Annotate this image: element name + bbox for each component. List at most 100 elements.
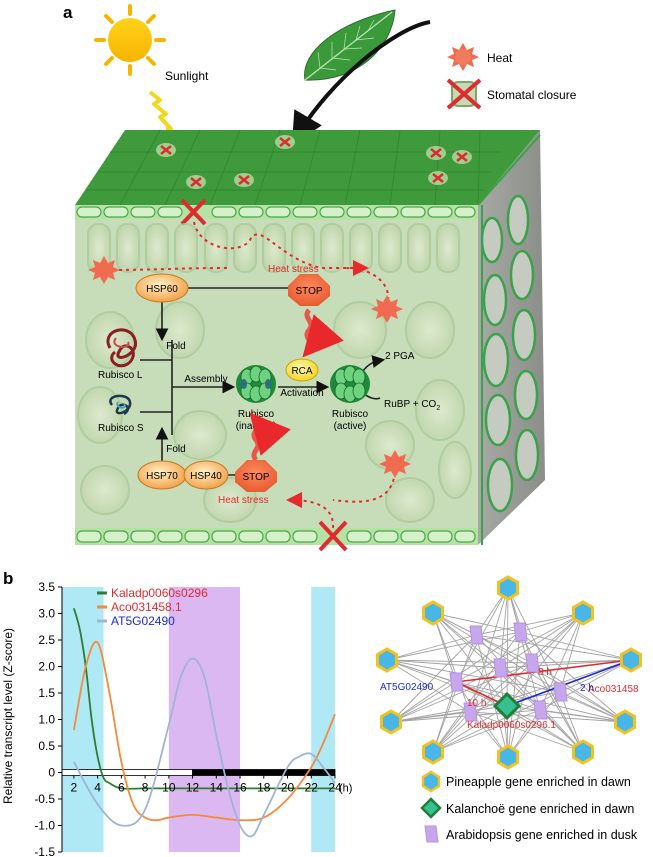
x-tick-label: 8 (142, 781, 149, 795)
network-edge (531, 662, 626, 723)
network-edge (475, 634, 626, 723)
x-axis-unit-label: (h) (339, 783, 352, 795)
pineapple-gene-node (422, 600, 444, 626)
y-tick-label: 2.0 (38, 660, 55, 674)
network-edge (386, 634, 477, 661)
network-edge (531, 659, 632, 664)
network-edge (506, 705, 626, 723)
network-edge (386, 659, 471, 713)
x-tick-label: 16 (233, 781, 247, 795)
node-label-at5g02490: AT5G02490 (380, 682, 434, 693)
heat-icon (379, 450, 411, 478)
edge-8h (455, 659, 632, 683)
heat-path-bottom-right (332, 471, 396, 503)
y-tick-label: 1.0 (38, 713, 55, 727)
hsp60-label: HSP60 (146, 284, 178, 295)
y-tick-label: 0.5 (38, 739, 55, 753)
hsp40-label: HSP40 (190, 471, 222, 482)
network-edge (386, 631, 521, 661)
network-edge (390, 667, 501, 723)
stop-inhibition-bottom (249, 412, 291, 462)
y-tick-label: 1.5 (38, 686, 55, 700)
network-edge (507, 631, 521, 758)
stomatal-legend-label: Stomatal closure (487, 88, 577, 102)
y-tick-label: 3.5 (38, 580, 55, 594)
y-tick-label: 2.5 (38, 633, 55, 647)
edge-label-8h: 8 h (538, 667, 552, 678)
activation-label: Activation (280, 388, 323, 399)
mesophyll-cells (77, 223, 472, 523)
rubisco-inactive-icon (236, 365, 276, 403)
edge-label-10h: 10 h (467, 698, 486, 709)
network-edge (539, 659, 632, 711)
network-legend: Pineapple gene enriched in dawn Kalancho… (420, 770, 638, 843)
lower-epidermis (75, 520, 478, 552)
stop-bottom-label: STOP (242, 472, 269, 483)
legend-label: AT5G02490 (111, 614, 175, 628)
y-tick-label: -1.5 (34, 845, 55, 857)
rca-node: RCA (285, 358, 319, 382)
rubisco-active-label-1: Rubisco (332, 409, 369, 420)
x-tick-label: 18 (257, 781, 271, 795)
rubisco-l-label: Rubisco L (98, 370, 143, 381)
arabidopsis-gene-node (463, 702, 478, 722)
leaf-top-surface (75, 130, 540, 205)
arabidopsis-gene-node (469, 625, 484, 645)
series-line-kaladp0060s0296 (73, 607, 335, 790)
network-edge (499, 587, 509, 669)
upper-epidermis (75, 198, 478, 226)
fold-bottom-label: Fold (166, 444, 185, 455)
network-edge (390, 681, 457, 723)
y-tick-label: -0.5 (34, 792, 55, 806)
network-edge (386, 659, 508, 707)
x-tick-label: 10 (162, 781, 176, 795)
arabidopsis-gene-node (449, 672, 464, 692)
network-edge (519, 631, 626, 723)
network-edge (432, 705, 508, 753)
rubisco-active-icon (330, 365, 370, 403)
y-tick-label: -1.0 (34, 819, 55, 833)
sunlight-label: Sunlight (165, 69, 209, 83)
heat-legend-label: Heat (487, 51, 513, 65)
x-tick-label: 20 (281, 781, 295, 795)
network-edge (455, 681, 584, 753)
assembly-label: Assembly (184, 374, 227, 385)
network-edge (469, 711, 584, 753)
stomatal-closure-legend-icon (446, 78, 482, 110)
network-edge (432, 612, 541, 711)
rubisco-s-label: Rubisco S (98, 423, 144, 434)
shaded-region (62, 587, 104, 852)
hsp70-node: HSP70 (137, 460, 187, 490)
legend-arabidopsis-label: Arabidopsis gene enriched in dusk (446, 828, 638, 842)
x-tick-label: 6 (118, 781, 125, 795)
arabidopsis-gene-node (525, 653, 540, 673)
panel-b-label: b (3, 569, 13, 588)
arabidopsis-gene-node (513, 622, 528, 642)
arabidopsis-legend-icon (424, 825, 439, 843)
network-edge (390, 705, 508, 723)
x-tick-label: 4 (94, 781, 101, 795)
node-label-kaladp0060s0296: Kaladp0060s0296.1 (467, 720, 556, 731)
network-edge (432, 681, 457, 753)
shaded-region (311, 587, 335, 852)
stop-inhibition-top (302, 308, 344, 358)
stomata-icons (156, 135, 472, 189)
network-edge (390, 662, 533, 723)
network-edge (559, 612, 584, 693)
chart-y-axis-title: Relative transcript level (Z-score) (1, 628, 15, 804)
hsp60-node: HSP60 (135, 273, 189, 303)
pineapple-gene-node (376, 647, 398, 673)
pineapple-gene-node (497, 744, 519, 770)
heat-stress-bottom-label: Heat stress (218, 495, 269, 506)
node-label-aco031458: Aco031458 (588, 684, 639, 695)
network-edge (386, 659, 501, 669)
network-edge (386, 659, 561, 693)
series-line-aco031458-1 (72, 640, 336, 822)
stomata-closed-top-icon (180, 198, 207, 226)
x-tick-label: 14 (210, 781, 224, 795)
kalanchoe-gene-node (492, 691, 522, 721)
rubisco-active-label-2: (active) (334, 421, 367, 432)
